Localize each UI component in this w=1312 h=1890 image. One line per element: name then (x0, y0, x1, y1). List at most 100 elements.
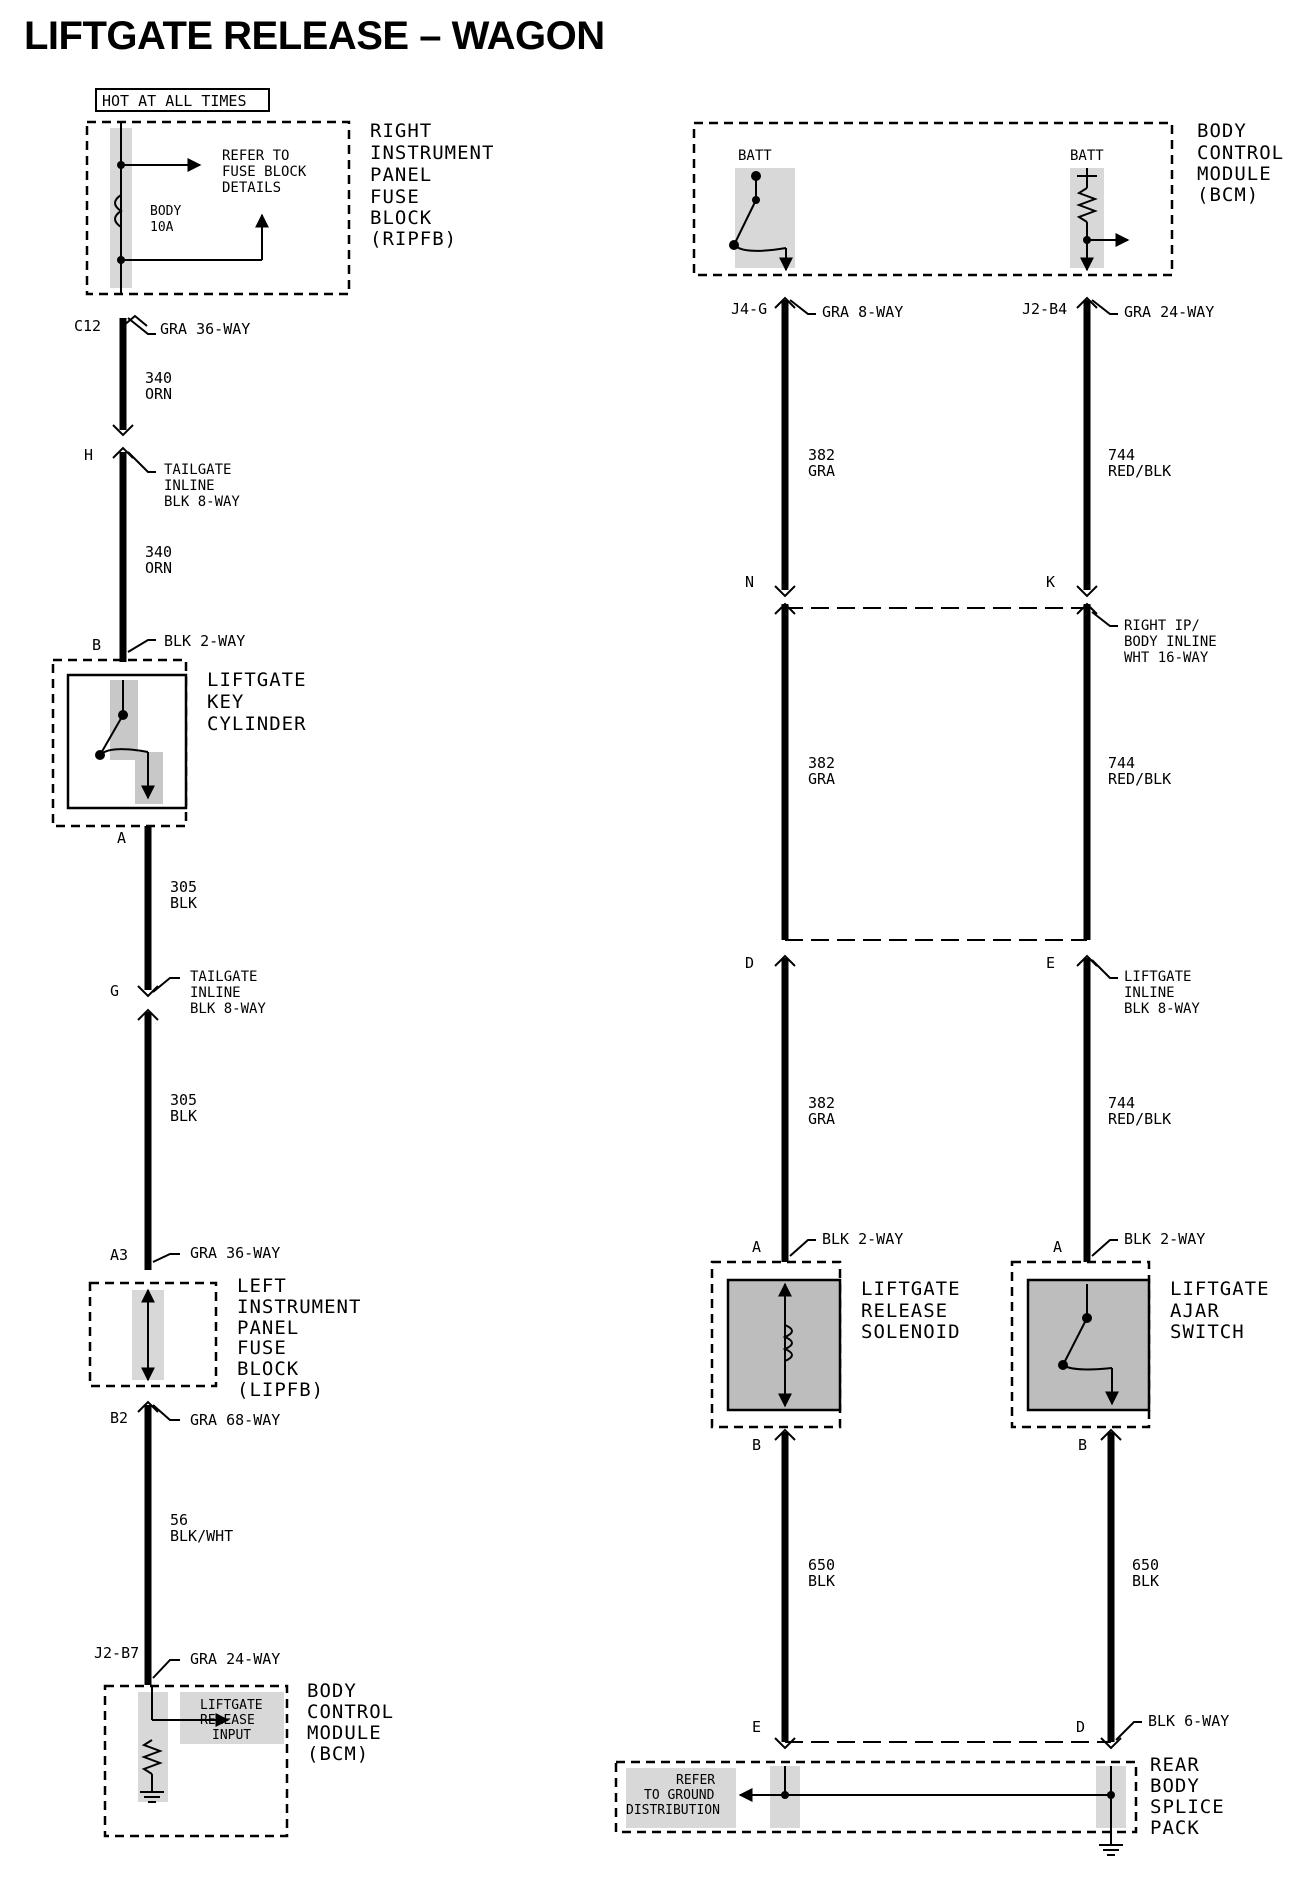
svg-text:WHT 16-WAY: WHT 16-WAY (1124, 650, 1209, 666)
svg-text:PACK: PACK (1150, 1817, 1200, 1839)
svg-text:RED/BLK: RED/BLK (1108, 1110, 1171, 1128)
rear-body-splice-pack: REFER TO GROUND DISTRIBUTION REAR BODY S… (614, 1754, 1224, 1856)
connector-h-tailgate-inline: H TAILGATE INLINE BLK 8-WAY (84, 446, 240, 510)
svg-text:MODULE: MODULE (307, 1722, 382, 1744)
svg-text:G: G (110, 982, 119, 1000)
svg-text:BLOCK: BLOCK (237, 1358, 299, 1380)
svg-text:BLK 8-WAY: BLK 8-WAY (190, 1001, 266, 1017)
svg-text:10A: 10A (150, 220, 174, 235)
svg-text:INSTRUMENT: INSTRUMENT (370, 142, 494, 164)
svg-text:(RIPFB): (RIPFB) (370, 228, 457, 250)
svg-text:RIGHT: RIGHT (370, 120, 432, 142)
liftgate-key-cylinder: LIFTGATE KEY CYLINDER (51, 658, 306, 828)
svg-text:J4-G: J4-G (731, 300, 767, 318)
svg-text:REAR: REAR (1150, 1754, 1200, 1776)
svg-text:TAILGATE: TAILGATE (190, 969, 257, 985)
svg-text:BLK 2-WAY: BLK 2-WAY (1124, 1230, 1205, 1248)
svg-text:KEY: KEY (207, 691, 244, 713)
svg-text:BLK: BLK (170, 894, 197, 912)
svg-text:LIFTGATE: LIFTGATE (200, 1698, 263, 1713)
svg-text:REFER TO: REFER TO (222, 148, 289, 164)
connector-d-splice: D BLK 6-WAY (1076, 1712, 1229, 1741)
svg-text:HOT AT ALL TIMES: HOT AT ALL TIMES (102, 92, 247, 110)
svg-text:744: 744 (1108, 754, 1135, 772)
svg-text:AJAR: AJAR (1170, 1300, 1220, 1322)
connector-a-ajar: A BLK 2-WAY (1053, 1230, 1205, 1257)
connector-a-key-pin: A (117, 829, 126, 847)
svg-text:RED/BLK: RED/BLK (1108, 462, 1171, 480)
svg-text:LEFT: LEFT (237, 1275, 287, 1297)
svg-text:LIFTGATE: LIFTGATE (861, 1278, 961, 1300)
svg-text:A3: A3 (110, 1246, 128, 1264)
hot-at-all-times-label: HOT AT ALL TIMES (95, 88, 270, 112)
svg-text:BODY: BODY (307, 1680, 357, 1702)
connector-e-liftgate-inline: E LIFTGATE INLINE BLK 8-WAY (1046, 954, 1200, 1017)
connector-b-ajar-pin: B (1078, 1436, 1087, 1454)
svg-text:BODY: BODY (1150, 1775, 1200, 1797)
svg-text:BODY INLINE: BODY INLINE (1124, 634, 1217, 650)
svg-text:DETAILS: DETAILS (222, 180, 281, 196)
svg-text:GRA 24-WAY: GRA 24-WAY (1124, 303, 1214, 321)
svg-text:GRA 24-WAY: GRA 24-WAY (190, 1650, 280, 1668)
svg-text:ORN: ORN (145, 385, 172, 403)
svg-text:BLK 2-WAY: BLK 2-WAY (822, 1230, 903, 1248)
svg-text:CONTROL: CONTROL (307, 1701, 394, 1723)
svg-text:CONTROL: CONTROL (1197, 142, 1284, 164)
connector-b2: B2 GRA 68-WAY (110, 1400, 280, 1429)
right-instrument-panel-fuse-block: REFER TO FUSE BLOCK DETAILS BODY 10A RIG… (85, 120, 494, 296)
svg-text:SOLENOID: SOLENOID (861, 1321, 961, 1343)
connector-b-solenoid-pin: B (752, 1436, 761, 1454)
connector-b-key-cylinder: B BLK 2-WAY (92, 632, 245, 654)
connector-e-splice-pin: E (752, 1718, 761, 1736)
svg-text:D: D (1076, 1718, 1085, 1736)
svg-text:BLOCK: BLOCK (370, 207, 432, 229)
svg-text:BLK 8-WAY: BLK 8-WAY (1124, 1001, 1200, 1017)
connector-a-solenoid: A BLK 2-WAY (752, 1230, 903, 1257)
connector-k-right-ip-body-inline: K RIGHT IP/ BODY INLINE WHT 16-WAY (1046, 573, 1217, 666)
svg-text:REFER: REFER (676, 1773, 715, 1788)
svg-text:BATT: BATT (738, 148, 772, 164)
svg-text:H: H (84, 446, 93, 464)
svg-text:INPUT: INPUT (212, 1728, 251, 1743)
connector-g-tailgate-inline: G TAILGATE INLINE BLK 8-WAY (110, 969, 266, 1021)
svg-text:BLK: BLK (170, 1107, 197, 1125)
svg-text:INLINE: INLINE (164, 478, 215, 494)
svg-text:A: A (752, 1238, 761, 1256)
svg-text:305: 305 (170, 1091, 197, 1109)
svg-text:BODY: BODY (150, 204, 181, 219)
left-instrument-panel-fuse-block: LEFT INSTRUMENT PANEL FUSE BLOCK (LIPFB) (88, 1275, 360, 1401)
svg-text:650: 650 (1132, 1556, 1159, 1574)
svg-text:FUSE: FUSE (370, 186, 420, 208)
svg-text:RED/BLK: RED/BLK (1108, 770, 1171, 788)
svg-text:56: 56 (170, 1511, 188, 1529)
svg-text:DISTRIBUTION: DISTRIBUTION (626, 1803, 720, 1818)
svg-text:TAILGATE: TAILGATE (164, 462, 231, 478)
svg-text:BLK: BLK (1132, 1572, 1159, 1590)
svg-text:RIGHT IP/: RIGHT IP/ (1124, 618, 1200, 634)
svg-text:BLK/WHT: BLK/WHT (170, 1527, 233, 1545)
svg-text:SWITCH: SWITCH (1170, 1321, 1245, 1343)
svg-text:TO GROUND: TO GROUND (644, 1788, 715, 1803)
connector-a3: A3 GRA 36-WAY (110, 1244, 280, 1264)
svg-text:744: 744 (1108, 446, 1135, 464)
svg-text:K: K (1046, 573, 1055, 591)
svg-text:LIFTGATE: LIFTGATE (1124, 969, 1191, 985)
body-control-module-top: BATT BATT BODY CONTROL MODULE (BCM) (692, 120, 1284, 277)
svg-text:BODY: BODY (1197, 120, 1247, 142)
connector-d-pin: D (745, 954, 754, 972)
svg-text:305: 305 (170, 878, 197, 896)
svg-text:B: B (92, 636, 101, 654)
svg-text:J2-B4: J2-B4 (1022, 300, 1067, 318)
svg-text:PANEL: PANEL (370, 164, 432, 186)
svg-text:382: 382 (808, 1094, 835, 1112)
body-control-module-bottom: LIFTGATE RELEASE INPUT BODY CONTROL MODU… (103, 1680, 394, 1838)
svg-text:FUSE BLOCK: FUSE BLOCK (222, 164, 307, 180)
svg-text:FUSE: FUSE (237, 1337, 287, 1359)
svg-text:GRA 36-WAY: GRA 36-WAY (190, 1244, 280, 1262)
svg-text:(LIPFB): (LIPFB) (237, 1379, 324, 1401)
svg-text:340: 340 (145, 543, 172, 561)
svg-text:BLK 2-WAY: BLK 2-WAY (164, 632, 245, 650)
svg-text:744: 744 (1108, 1094, 1135, 1112)
svg-text:GRA: GRA (808, 770, 835, 788)
svg-text:GRA: GRA (808, 462, 835, 480)
